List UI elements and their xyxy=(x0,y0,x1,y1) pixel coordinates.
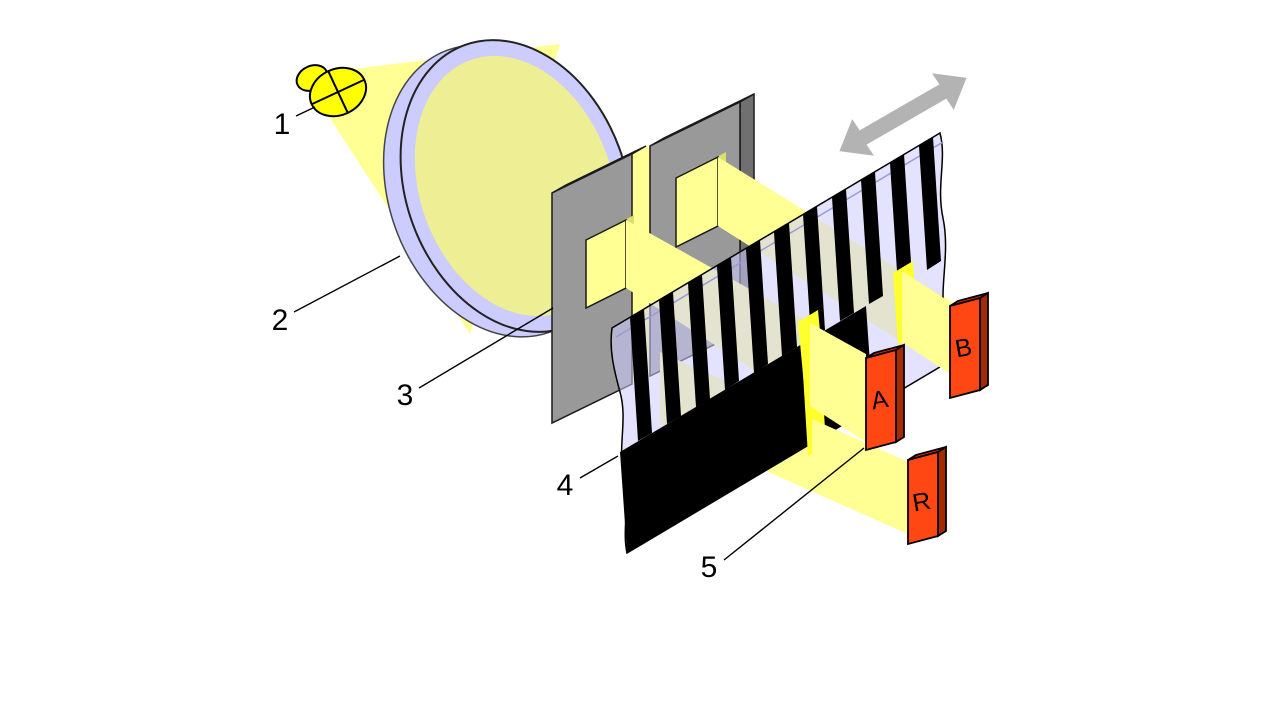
beam-r-front xyxy=(812,419,908,534)
code-stripe xyxy=(803,206,825,338)
bulb-cross-line xyxy=(327,70,349,114)
callout-1-line xyxy=(295,106,316,117)
callout-5-line xyxy=(723,447,865,561)
detector-r-front xyxy=(907,450,939,546)
code-stripe xyxy=(746,240,768,373)
code-stripe xyxy=(832,189,854,321)
callout-1: 1 xyxy=(274,108,291,141)
light-bulb xyxy=(295,64,368,118)
code-stripe xyxy=(861,172,883,304)
detector-a-label: A xyxy=(869,385,891,416)
detector-r-side xyxy=(937,445,947,538)
callout-4-line xyxy=(579,455,619,479)
detector-b-side xyxy=(979,291,989,392)
code-stripe xyxy=(717,257,739,390)
code-stripe xyxy=(659,292,681,424)
beam-b-front xyxy=(902,271,950,374)
code-stripe xyxy=(890,154,912,287)
detector-r: R xyxy=(907,445,947,546)
code-stripe xyxy=(688,275,710,407)
callout-4: 4 xyxy=(557,469,574,502)
callout-5: 5 xyxy=(701,551,718,584)
beam-a-front xyxy=(810,323,866,442)
detector-a-side xyxy=(895,343,905,444)
callout-3: 3 xyxy=(397,379,414,412)
callout-3-line xyxy=(418,307,554,389)
callout-2: 2 xyxy=(272,304,289,337)
code-stripe xyxy=(630,309,652,441)
mask-window-b xyxy=(676,157,718,247)
detector-a-front xyxy=(865,348,897,452)
code-stripe xyxy=(774,223,797,356)
motion-arrow-icon xyxy=(836,70,970,159)
callouts: 1 2 3 4 5 xyxy=(272,106,865,584)
code-stripe xyxy=(919,137,941,270)
detector-b-label: B xyxy=(953,333,974,363)
detector-r-label: R xyxy=(910,487,933,518)
detector-b-front xyxy=(949,296,981,400)
detector-b: B xyxy=(949,291,989,400)
callout-2-line xyxy=(293,255,401,313)
detector-a: A xyxy=(865,343,905,452)
mask-window-a xyxy=(586,220,626,308)
